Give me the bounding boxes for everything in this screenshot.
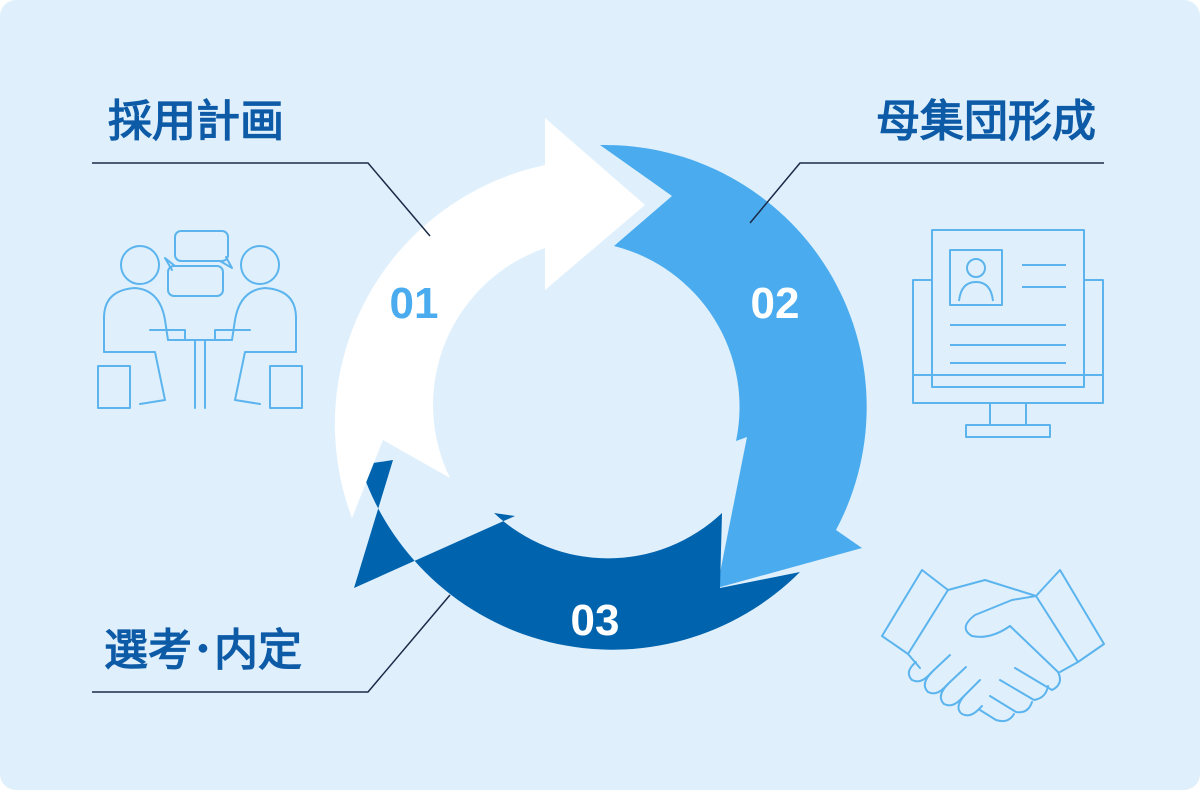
step-title-01: 採用計画 — [108, 96, 284, 147]
profile-monitor-icon — [912, 229, 1104, 438]
arrow-step-01 — [334, 118, 645, 518]
arrow-step-02 — [600, 144, 867, 588]
meeting-icon — [97, 230, 303, 409]
leader-line-01 — [92, 162, 431, 237]
leader-line-03 — [92, 594, 451, 693]
arrow-step-03 — [354, 460, 800, 650]
step-title-03: 選考･内定 — [104, 625, 302, 676]
step-number-03: 03 — [571, 596, 620, 645]
step-title-02: 母集団形成 — [876, 96, 1096, 147]
step-number-01: 01 — [390, 279, 439, 328]
leader-line-02 — [749, 162, 1104, 224]
step-number-02: 02 — [751, 279, 800, 328]
handshake-icon — [881, 569, 1105, 723]
